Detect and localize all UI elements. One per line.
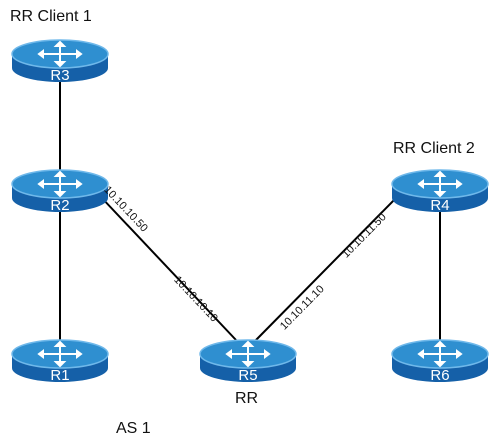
router-arrows-icon [37, 170, 83, 198]
caption-as: AS 1 [116, 420, 151, 437]
router-arrows-icon [37, 40, 83, 68]
router-r5[interactable]: R5 [198, 336, 298, 384]
router-label: R1 [50, 367, 69, 384]
caption-rr-client-2: RR Client 2 [393, 140, 475, 157]
link-r5-r4 [255, 195, 399, 341]
router-label: R4 [430, 197, 449, 214]
router-label: R2 [50, 197, 69, 214]
caption-rr-client-1: RR Client 1 [10, 8, 92, 25]
router-arrows-icon [225, 340, 271, 368]
router-arrows-icon [417, 340, 463, 368]
router-r6[interactable]: R6 [390, 336, 490, 384]
router-label: R6 [430, 367, 449, 384]
router-arrows-icon [417, 170, 463, 198]
router-r4[interactable]: R4 [390, 166, 490, 214]
router-r2[interactable]: R2 [10, 166, 110, 214]
router-label: R3 [50, 67, 69, 84]
router-arrows-icon [37, 340, 83, 368]
router-r3[interactable]: R3 [10, 36, 110, 84]
router-label: R5 [238, 367, 257, 384]
router-r1[interactable]: R1 [10, 336, 110, 384]
link-r2-r5 [99, 195, 237, 341]
caption-rr: RR [235, 390, 259, 407]
